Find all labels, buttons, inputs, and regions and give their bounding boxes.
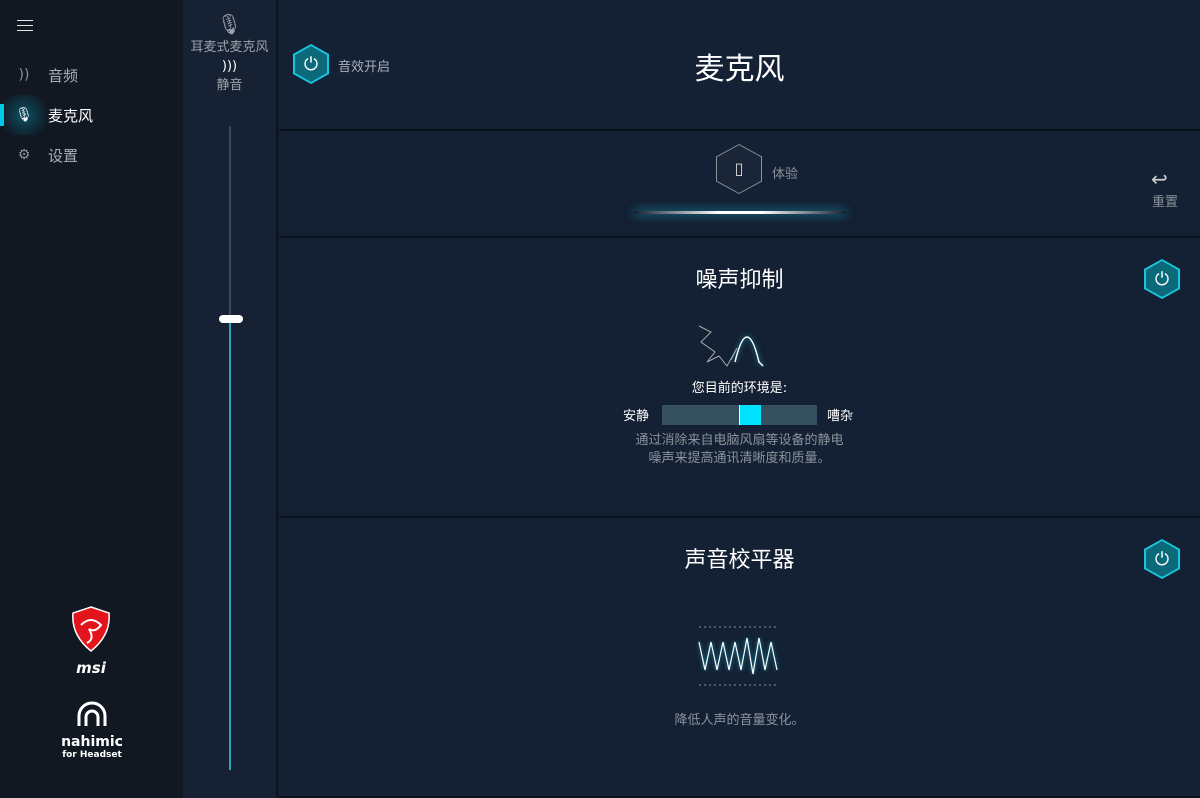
leveler-power-button[interactable]: ⏻ xyxy=(1144,539,1180,579)
noise-description-line-1: 通过消除来自电脑风扇等设备的静电 xyxy=(635,433,844,448)
volume-slider-thumb[interactable] xyxy=(219,315,243,324)
reset-icon[interactable]: ↩ xyxy=(1151,167,1168,191)
effects-label: 音效开启 xyxy=(338,60,391,75)
experience-section: ▯ 体验 ↩ 重置 xyxy=(279,131,1200,238)
page-title: 麦克风 xyxy=(694,52,785,87)
noise-suppression-title: 噪声抑制 xyxy=(695,268,784,293)
experience-label: 体验 xyxy=(772,167,799,182)
noise-suppression-section: 噪声抑制 ⏻ 您目前的环境是: 安静 嘈杂 通过消除来自电脑风扇等设备的静电 噪… xyxy=(279,238,1200,518)
noisy-label: 嘈杂 xyxy=(827,409,854,424)
leveler-wave-icon xyxy=(698,626,779,686)
sidebar-item-label: 设置 xyxy=(48,146,79,165)
gear-icon: ⚙ xyxy=(17,147,31,163)
quiet-label: 安静 xyxy=(623,409,650,424)
header-section: ⏻ 音效开启 麦克风 xyxy=(279,0,1200,131)
sidebar: )) 音频 🎙︎ 麦克风 ⚙ 设置 msi nahimic for Headset xyxy=(0,0,183,798)
microphone-icon: 🎙︎ xyxy=(15,107,33,123)
environment-label: 您目前的环境是: xyxy=(691,381,788,396)
experience-button[interactable]: ▯ xyxy=(716,144,762,194)
volume-slider-fill xyxy=(229,319,231,770)
power-icon: ⏻ xyxy=(295,46,327,82)
mute-icon[interactable]: ))) xyxy=(221,59,238,74)
device-name: 耳麦式麦克风 xyxy=(190,40,269,55)
reset-button[interactable]: 重置 xyxy=(1152,195,1179,210)
voice-leveler-title: 声音校平器 xyxy=(684,548,795,573)
leveler-description: 降低人声的音量变化。 xyxy=(674,713,805,728)
menu-icon[interactable] xyxy=(17,20,33,32)
sidebar-item-settings[interactable]: ⚙ 设置 xyxy=(0,135,183,175)
noise-description-line-2: 噪声来提高通讯清晰度和质量。 xyxy=(648,451,831,466)
sidebar-item-label: 音频 xyxy=(48,66,79,85)
voice-leveler-section: 声音校平器 ⏻ 降低人声的音量变化。 xyxy=(279,518,1200,798)
sidebar-item-label: 麦克风 xyxy=(48,106,94,125)
power-icon: ⏻ xyxy=(1146,541,1178,577)
noise-wave-icon xyxy=(698,325,764,367)
power-icon: ⏻ xyxy=(1146,261,1178,297)
remote-icon: ▯ xyxy=(717,145,761,193)
audio-wave-icon: )) xyxy=(18,67,30,83)
nahimic-logo: nahimic for Headset xyxy=(50,700,134,760)
sidebar-item-audio[interactable]: )) 音频 xyxy=(0,55,183,95)
experience-glow-line xyxy=(634,211,846,214)
device-panel: 🎙︎ 耳麦式麦克风 ))) 静音 xyxy=(183,0,278,798)
microphone-icon: 🎙︎ xyxy=(216,12,243,36)
mute-button[interactable]: 静音 xyxy=(216,78,243,93)
environment-meter xyxy=(662,405,817,425)
environment-level-indicator xyxy=(739,405,762,425)
sidebar-item-microphone[interactable]: 🎙︎ 麦克风 xyxy=(0,95,183,135)
msi-logo: msi xyxy=(66,605,116,677)
